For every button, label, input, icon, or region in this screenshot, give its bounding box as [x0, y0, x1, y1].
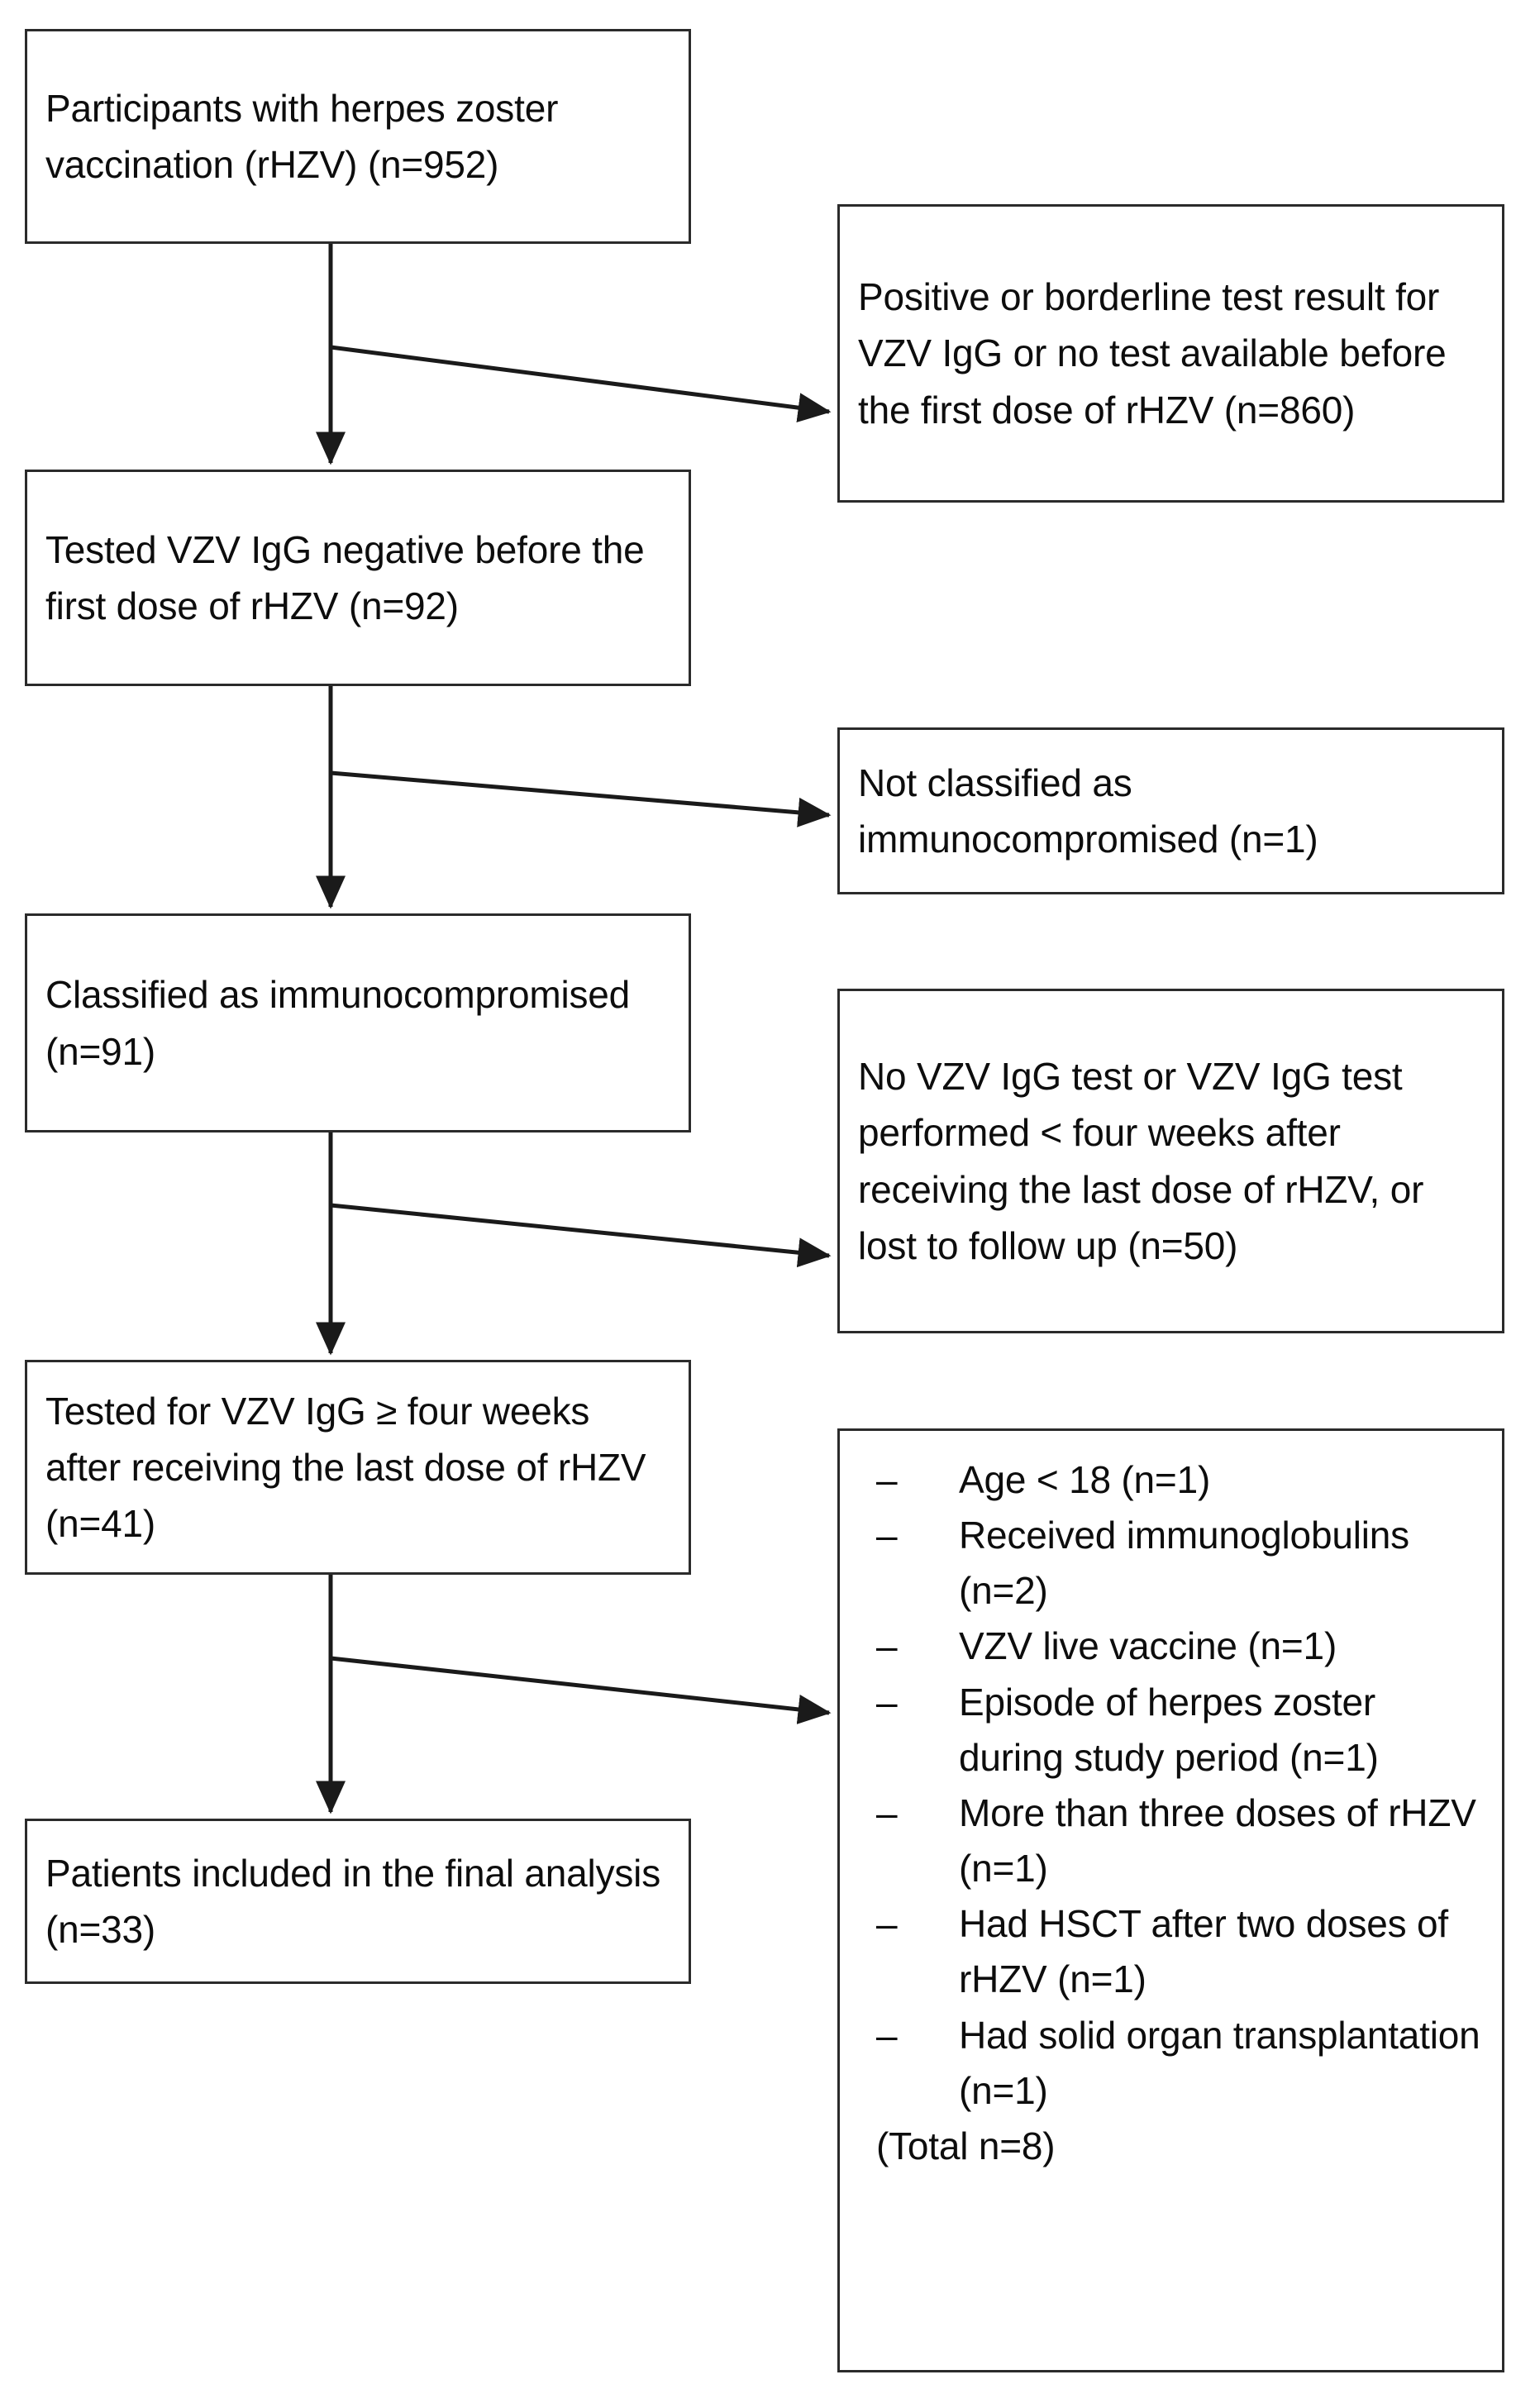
connector-n2-e2: [330, 770, 832, 827]
dash-bullet-icon: –: [876, 1791, 898, 1834]
list-item-label: Received immunoglobulins (n=2): [959, 1514, 1409, 1613]
node-label: No VZV IgG test or VZV IgG test performe…: [858, 1055, 1424, 1267]
node-label: Not classified as immunocompromised (n=1…: [858, 761, 1318, 861]
list-item: – Episode of herpes zoster during study …: [853, 1675, 1489, 1786]
list-item: – VZV live vaccine (n=1): [853, 1619, 1489, 1674]
node-tested-four-weeks-after: Tested for VZV IgG ≥ four weeks after re…: [25, 1360, 691, 1575]
dash-bullet-icon: –: [876, 1458, 898, 1501]
list-item: – More than three doses of rHZV (n=1): [853, 1786, 1489, 1896]
node-participants-vaccinated: Participants with herpes zoster vaccinat…: [25, 29, 691, 244]
list-item-label: Had solid organ transplantation (n=1): [959, 2013, 1480, 2112]
node-tested-vzv-igg-negative: Tested VZV IgG negative before the first…: [25, 470, 691, 686]
dash-bullet-icon: –: [876, 1514, 898, 1557]
node-label: Participants with herpes zoster vaccinat…: [45, 86, 559, 186]
list-item: – Had HSCT after two doses of rHZV (n=1): [853, 1896, 1489, 2007]
list-item-label: VZV live vaccine (n=1): [959, 1624, 1337, 1668]
exclusion-reason-list: – Age < 18 (n=1) – Received immunoglobul…: [853, 1452, 1489, 2119]
node-classified-immunocompromised: Classified as immunocompromised (n=91): [25, 913, 691, 1132]
dash-bullet-icon: –: [876, 1624, 898, 1668]
node-excluded-positive-or-no-test: Positive or borderline test result for V…: [837, 204, 1504, 503]
list-item: – Had solid organ transplantation (n=1): [853, 2008, 1489, 2119]
node-label: Positive or borderline test result for V…: [858, 275, 1447, 432]
node-label: Tested for VZV IgG ≥ four weeks after re…: [45, 1389, 646, 1546]
dash-bullet-icon: –: [876, 2013, 898, 2057]
list-item: – Age < 18 (n=1): [853, 1452, 1489, 1508]
list-item-label: More than three doses of rHZV (n=1): [959, 1791, 1476, 1891]
list-item-label: Episode of herpes zoster during study pe…: [959, 1680, 1379, 1779]
connector-n3-e3: [330, 1203, 832, 1268]
list-item-label: Age < 18 (n=1): [959, 1458, 1211, 1501]
node-excluded-not-immunocompromised: Not classified as immunocompromised (n=1…: [837, 727, 1504, 894]
list-item-label: Had HSCT after two doses of rHZV (n=1): [959, 1902, 1449, 2001]
node-label: Tested VZV IgG negative before the first…: [45, 527, 645, 627]
dash-bullet-icon: –: [876, 1902, 898, 1946]
node-patients-included-final-analysis: Patients included in the final analysis …: [25, 1819, 691, 1984]
connector-n1-e1: [330, 345, 832, 423]
dash-bullet-icon: –: [876, 1680, 898, 1724]
list-item: – Received immunoglobulins (n=2): [853, 1508, 1489, 1619]
connector-n4-e4: [330, 1656, 832, 1724]
node-label: Classified as immunocompromised (n=91): [45, 973, 631, 1073]
node-label: Patients included in the final analysis …: [45, 1851, 660, 1951]
exclusion-total-label: (Total n=8): [876, 2124, 1056, 2167]
node-excluded-no-test-or-lost-followup: No VZV IgG test or VZV IgG test performe…: [837, 989, 1504, 1333]
node-excluded-reasons-list: – Age < 18 (n=1) – Received immunoglobul…: [837, 1428, 1504, 2372]
